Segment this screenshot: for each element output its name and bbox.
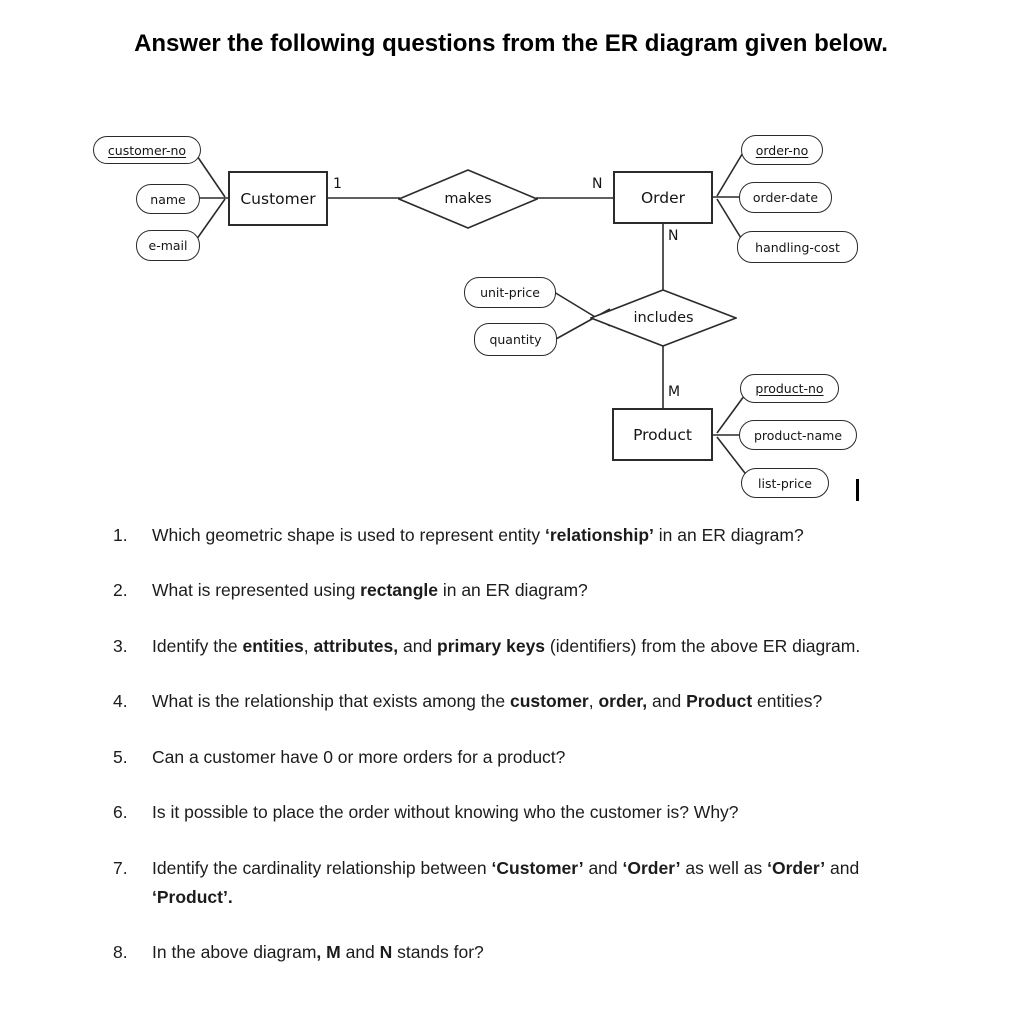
attribute-customer-no: customer-no xyxy=(93,136,201,164)
question-4: 4. What is the relationship that exists … xyxy=(0,687,1022,716)
entity-order: Order xyxy=(613,171,713,224)
question-number: 1. xyxy=(113,525,128,545)
question-1: 1. Which geometric shape is used to repr… xyxy=(0,521,1022,550)
question-text: What is represented using rectangle in a… xyxy=(152,580,588,600)
question-text: What is the relationship that exists amo… xyxy=(152,691,823,711)
question-number: 2. xyxy=(113,580,128,600)
question-number: 7. xyxy=(113,858,128,878)
attribute-email: e-mail xyxy=(136,230,200,261)
question-6: 6. Is it possible to place the order wit… xyxy=(0,798,1022,827)
attribute-order-date: order-date xyxy=(739,182,832,213)
page-title: Answer the following questions from the … xyxy=(134,30,888,58)
question-text: Can a customer have 0 or more orders for… xyxy=(152,747,566,767)
question-text: Is it possible to place the order withou… xyxy=(152,802,739,822)
attribute-name: name xyxy=(136,184,200,214)
question-2: 2. What is represented using rectangle i… xyxy=(0,576,1022,605)
question-8: 8. In the above diagram, M and N stands … xyxy=(0,938,1022,967)
question-7: 7. Identify the cardinality relationship… xyxy=(0,854,1022,912)
question-number: 4. xyxy=(113,691,128,711)
question-number: 6. xyxy=(113,802,128,822)
attribute-handling-cost: handling-cost xyxy=(737,231,858,263)
text-cursor xyxy=(856,479,859,501)
entity-product: Product xyxy=(612,408,713,461)
attribute-list-price: list-price xyxy=(741,468,829,498)
attribute-order-no: order-no xyxy=(741,135,823,165)
question-3: 3. Identify the entities, attributes, an… xyxy=(0,632,1022,661)
relationship-includes: includes xyxy=(590,289,737,347)
attribute-product-no: product-no xyxy=(740,374,839,403)
cardinality-customer-makes: 1 xyxy=(333,176,342,192)
question-number: 5. xyxy=(113,747,128,767)
question-text: In the above diagram, M and N stands for… xyxy=(152,942,484,962)
relationship-includes-label: includes xyxy=(633,310,694,326)
cardinality-includes-product: M xyxy=(668,384,681,400)
cardinality-makes-order: N xyxy=(592,176,603,192)
diamond-shape xyxy=(590,289,737,347)
attribute-product-name: product-name xyxy=(739,420,857,450)
question-number: 3. xyxy=(113,636,128,656)
attribute-quantity: quantity xyxy=(474,323,557,356)
question-number: 8. xyxy=(113,942,128,962)
question-5: 5. Can a customer have 0 or more orders … xyxy=(0,743,1022,772)
question-text: Identify the cardinality relationship be… xyxy=(152,858,860,907)
question-text: Identify the entities, attributes, and p… xyxy=(152,636,861,656)
relationship-makes-label: makes xyxy=(444,191,492,207)
cardinality-order-includes: N xyxy=(668,228,679,244)
relationship-makes: makes xyxy=(398,169,538,229)
attribute-unit-price: unit-price xyxy=(464,277,556,308)
diamond-shape xyxy=(398,169,538,229)
entity-customer: Customer xyxy=(228,171,328,226)
question-text: Which geometric shape is used to represe… xyxy=(152,525,804,545)
